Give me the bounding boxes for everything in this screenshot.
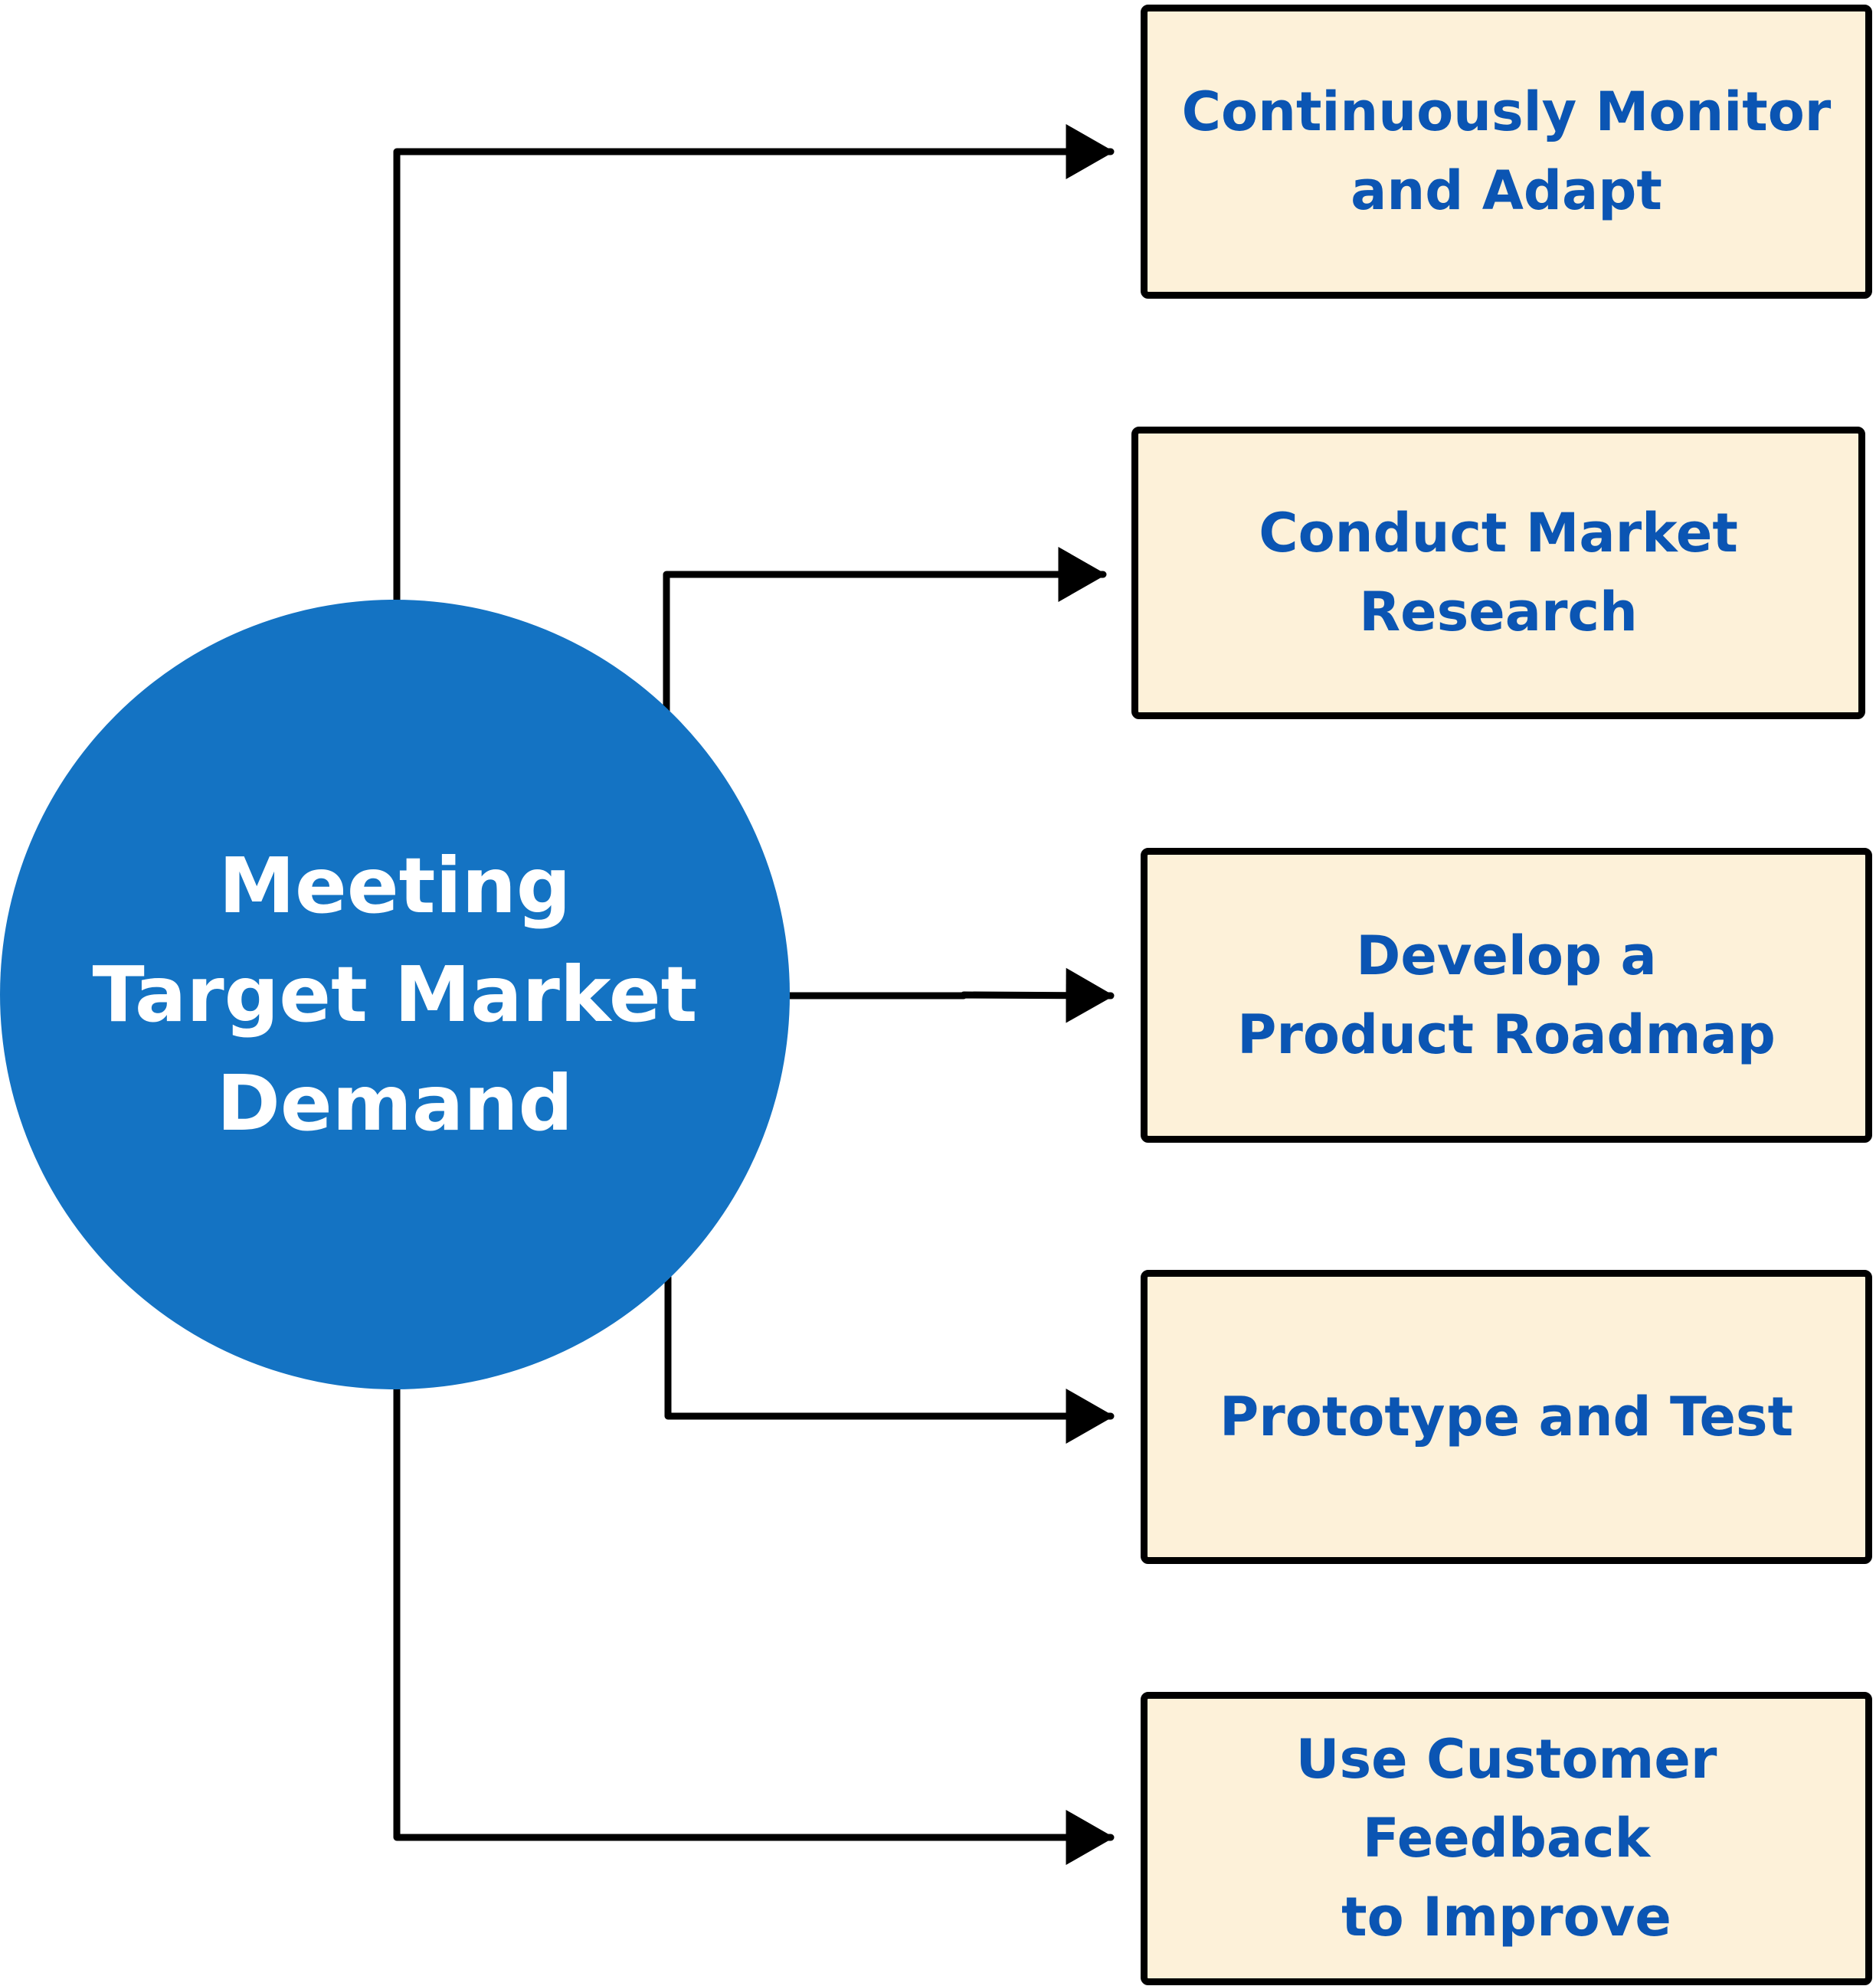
hub-circle: Meeting Target Market Demand <box>0 600 790 1389</box>
step-label-product-roadmap: Develop a Product Roadmap <box>1237 924 1776 1066</box>
step-box-product-roadmap: Develop a Product Roadmap <box>1141 848 1872 1143</box>
step-label-continuously-monitor: Continuously Monitor and Adapt <box>1181 80 1832 222</box>
connector-customer-feedback <box>393 1382 1115 1865</box>
step-label-conduct-market-research: Conduct Market Research <box>1259 502 1738 643</box>
step-box-customer-feedback: Use Customer Feedback to Improve <box>1141 1692 1872 1985</box>
step-box-conduct-market-research: Conduct Market Research <box>1131 427 1865 719</box>
step-label-customer-feedback: Use Customer Feedback to Improve <box>1295 1728 1717 1948</box>
step-box-prototype-test: Prototype and Test <box>1141 1270 1872 1564</box>
connector-product-roadmap <box>785 967 1115 1023</box>
connector-conduct-research <box>663 547 1107 716</box>
connector-prototype-test <box>664 1274 1115 1444</box>
step-label-prototype-test: Prototype and Test <box>1219 1385 1794 1448</box>
step-box-continuously-monitor: Continuously Monitor and Adapt <box>1141 5 1872 299</box>
hub-label: Meeting Target Market Demand <box>92 840 698 1148</box>
connector-continuously-monitor <box>393 124 1115 605</box>
